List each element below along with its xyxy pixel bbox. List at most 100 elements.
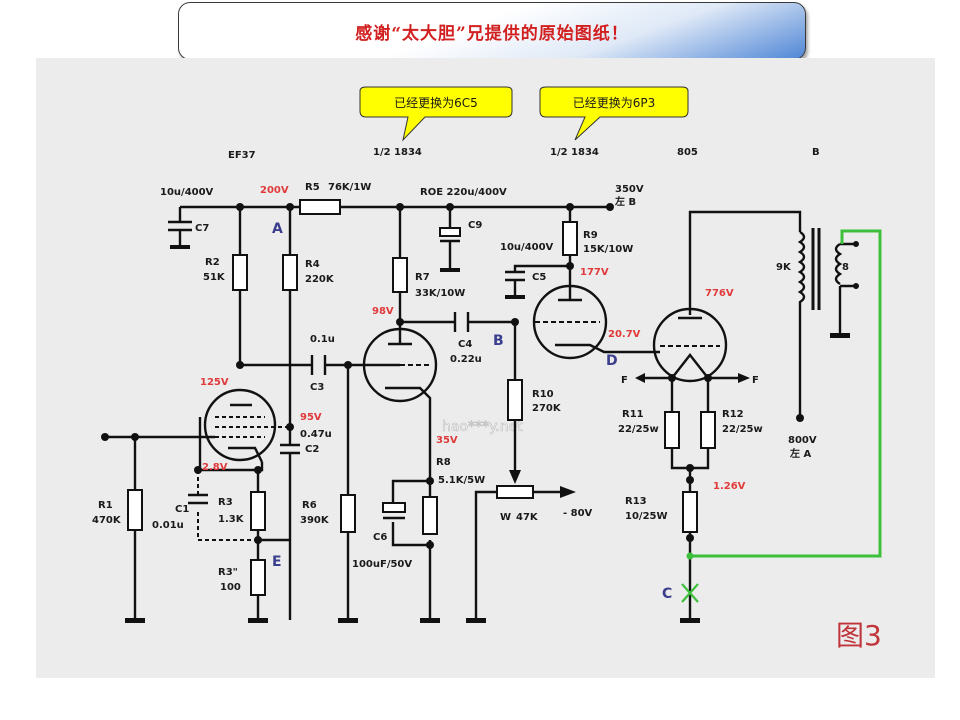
cut-mark-icon (681, 583, 699, 603)
voltage-95v: 95V (300, 412, 322, 423)
r5-value: 76K/1W (328, 182, 371, 193)
r4-value: 220K (305, 274, 335, 285)
tube-label-805: 805 (677, 147, 698, 158)
r7-value: 33K/10W (415, 288, 465, 299)
transformer-primary (797, 230, 806, 418)
title-banner: 感谢“太大胆”兄提供的原始图纸！ (178, 2, 806, 60)
r4-name: R4 (305, 259, 320, 270)
r12-name: R12 (722, 409, 744, 420)
callout-6p3-text: 已经更换为6P3 (573, 96, 656, 110)
callout-6c5: 已经更换为6C5 (359, 86, 513, 142)
c4-name: C4 (458, 339, 472, 350)
tube-805 (652, 307, 728, 383)
voltage-98v: 98V (372, 306, 394, 317)
filament-f-right: F (752, 375, 759, 386)
r8-name: R8 (436, 457, 451, 468)
w-value: 47K (516, 512, 539, 523)
bias-voltage: - 80V (563, 508, 593, 519)
resistor-r2 (232, 254, 248, 291)
potentiometer-w (496, 485, 534, 499)
resistor-r7 (392, 257, 408, 293)
node-a-label: A (272, 221, 283, 237)
c2-name: C2 (305, 444, 319, 455)
voltage-776v: 776V (705, 288, 734, 299)
tube-ef37 (203, 388, 277, 462)
filament-f-left: F (621, 375, 628, 386)
r3-value: 1.3K (218, 514, 245, 525)
resistor-r5 (299, 199, 341, 215)
r5-name: R5 (305, 182, 320, 193)
c4-value: 0.22u (450, 354, 482, 365)
c1-name: C1 (175, 504, 189, 515)
resistor-r12 (700, 411, 716, 449)
c2-value: 0.47u (300, 429, 332, 440)
transformer-label: B (812, 147, 820, 158)
node-b-label: B (493, 333, 504, 349)
c6-value: 100uF/50V (352, 559, 412, 570)
r9-value: 15K/10W (583, 244, 633, 255)
green-modification-wire (690, 229, 882, 558)
hv-note: 左 A (789, 447, 811, 460)
r9-name: R9 (583, 230, 598, 241)
c9-name: C9 (468, 220, 482, 231)
node-e-label: E (272, 554, 282, 570)
r12-value: 22/25w (722, 424, 763, 435)
callout-6p3: 已经更换为6P3 (539, 86, 689, 141)
watermark: hao***y.net (442, 419, 523, 435)
resistor-r13 (682, 491, 698, 533)
voltage-125v: 125V (200, 377, 229, 388)
resistor-r11 (664, 411, 680, 449)
r3b-value: 100 (220, 582, 241, 593)
r6-name: R6 (302, 500, 317, 511)
hv-voltage: 800V (788, 435, 817, 446)
b-plus-voltage: 350V (615, 184, 644, 195)
r3b-name: R3" (218, 567, 238, 578)
resistor-r1 (127, 489, 143, 531)
tube-label-ef37: EF37 (228, 150, 256, 161)
resistor-r10 (507, 379, 523, 421)
banner-text: 感谢“太大胆”兄提供的原始图纸！ (355, 23, 629, 44)
resistor-r8 (422, 496, 438, 535)
c7-value: 10u/400V (160, 187, 214, 198)
voltage-20-7v: 20.7V (608, 329, 641, 340)
resistor-r3-second (250, 559, 266, 596)
c3-value: 0.1u (310, 334, 335, 345)
resistor-r9 (562, 221, 578, 256)
voltage-177v: 177V (580, 267, 609, 278)
c5-value: 10u/400V (500, 242, 554, 253)
capacitor-c6 (382, 502, 406, 513)
voltage-35v: 35V (436, 435, 458, 446)
r13-value: 10/25W (625, 511, 668, 522)
resistor-r3 (250, 491, 266, 531)
c5-name: C5 (532, 272, 546, 283)
r10-value: 270K (532, 403, 562, 414)
tube-label-1834-a: 1/2 1834 (373, 147, 422, 158)
c3-name: C3 (310, 382, 324, 393)
b-plus-note: 左 B (614, 195, 636, 208)
r8-value: 5.1K/5W (438, 475, 485, 486)
transformer-secondary (834, 242, 843, 286)
capacitor-c9 (439, 227, 461, 237)
voltage-200v: 200V (260, 185, 289, 196)
r3-name: R3 (218, 497, 233, 508)
resistor-r4 (282, 254, 298, 291)
secondary-impedance: 8 (842, 262, 849, 273)
r2-name: R2 (205, 257, 220, 268)
r1-value: 470K (92, 515, 122, 526)
node-c-label: C (662, 586, 672, 602)
r11-name: R11 (622, 409, 644, 420)
c9-value: ROE 220u/400V (420, 187, 507, 198)
c6-name: C6 (373, 532, 387, 543)
resistor-r6 (340, 494, 356, 533)
node-d-label: D (606, 353, 618, 369)
voltage-2-8v: 2.8V (202, 462, 228, 473)
figure-label: 图3 (836, 619, 882, 652)
callout-6c5-text: 已经更换为6C5 (394, 96, 478, 110)
tube-label-1834-b: 1/2 1834 (550, 147, 599, 158)
r13-name: R13 (625, 496, 647, 507)
r2-value: 51K (203, 272, 226, 283)
r6-value: 390K (300, 515, 330, 526)
primary-impedance: 9K (776, 262, 792, 273)
r7-name: R7 (415, 272, 430, 283)
